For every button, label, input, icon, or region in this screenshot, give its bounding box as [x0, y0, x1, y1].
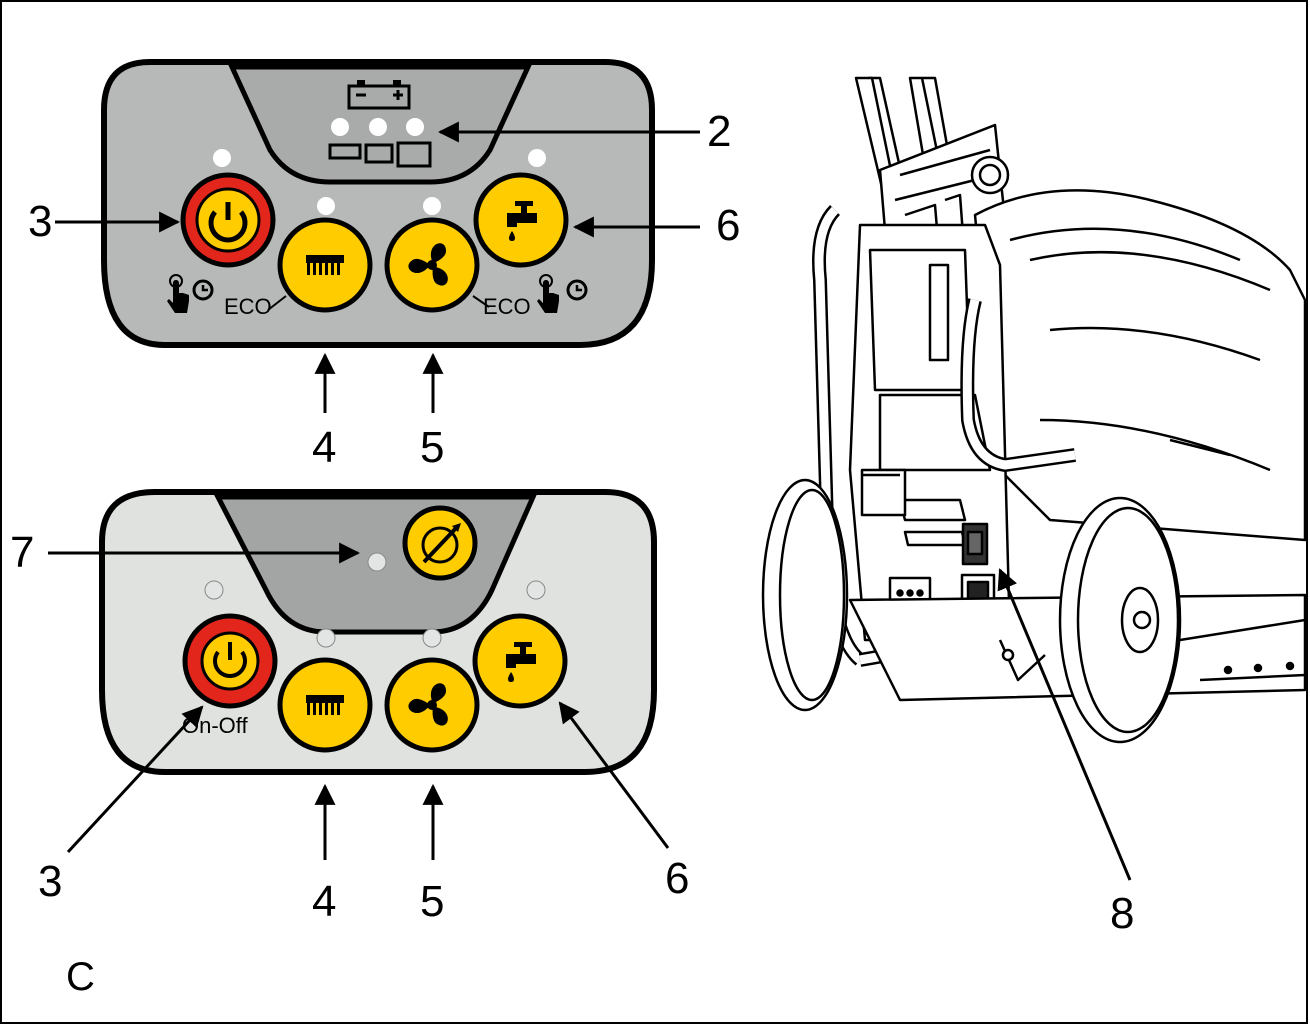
- power-led-b: [204, 580, 224, 600]
- eco-label-right: ECO: [483, 294, 531, 319]
- top-power-button[interactable]: [180, 172, 276, 268]
- brush-led-b: [316, 628, 336, 648]
- brush-led: [317, 197, 335, 215]
- callout-6-top: 6: [716, 201, 740, 250]
- callout-8: 8: [1110, 889, 1134, 938]
- eco-leader-left: [267, 295, 287, 311]
- callout-3-bottom-arrow: [66, 705, 204, 854]
- top-brush-button[interactable]: [277, 217, 373, 313]
- water-led: [528, 149, 546, 167]
- speed-button[interactable]: [402, 505, 478, 581]
- callout-5-top: 5: [420, 423, 444, 472]
- callout-3-bottom: 3: [38, 857, 62, 906]
- top-water-button[interactable]: [473, 172, 569, 268]
- bottom-water-button[interactable]: [472, 613, 568, 709]
- eco-label-left: ECO: [224, 294, 272, 319]
- scrubber-machine-illustration: [761, 76, 1307, 744]
- callout-3-top: 3: [28, 197, 52, 246]
- vacuum-led: [423, 197, 441, 215]
- figure-label: C: [66, 955, 95, 999]
- speed-icon: [421, 523, 461, 564]
- power-icon: [213, 642, 247, 678]
- bottom-vacuum-button[interactable]: [384, 657, 480, 753]
- callout-7: 7: [10, 528, 34, 577]
- water-led-b: [526, 580, 546, 600]
- callout-8-arrow: [997, 568, 1132, 881]
- callout-6-bottom-arrow: [558, 701, 670, 849]
- bottom-power-button[interactable]: [182, 613, 278, 709]
- bottom-brush-button[interactable]: [277, 657, 373, 753]
- eco-leader-right: [472, 295, 490, 308]
- battery-icon: [347, 80, 411, 110]
- callout-5-bottom: 5: [420, 877, 444, 926]
- callout-6-bottom: 6: [665, 854, 689, 903]
- callout-4-bottom: 4: [312, 877, 336, 926]
- battery-level-bars: [328, 141, 432, 168]
- vacuum-led-b: [422, 628, 442, 648]
- power-led: [213, 149, 231, 167]
- callout-2: 2: [707, 107, 731, 156]
- top-vacuum-button[interactable]: [384, 217, 480, 313]
- callout-4-top: 4: [312, 423, 336, 472]
- speed-led: [367, 552, 387, 572]
- battery-level-leds: [331, 118, 424, 136]
